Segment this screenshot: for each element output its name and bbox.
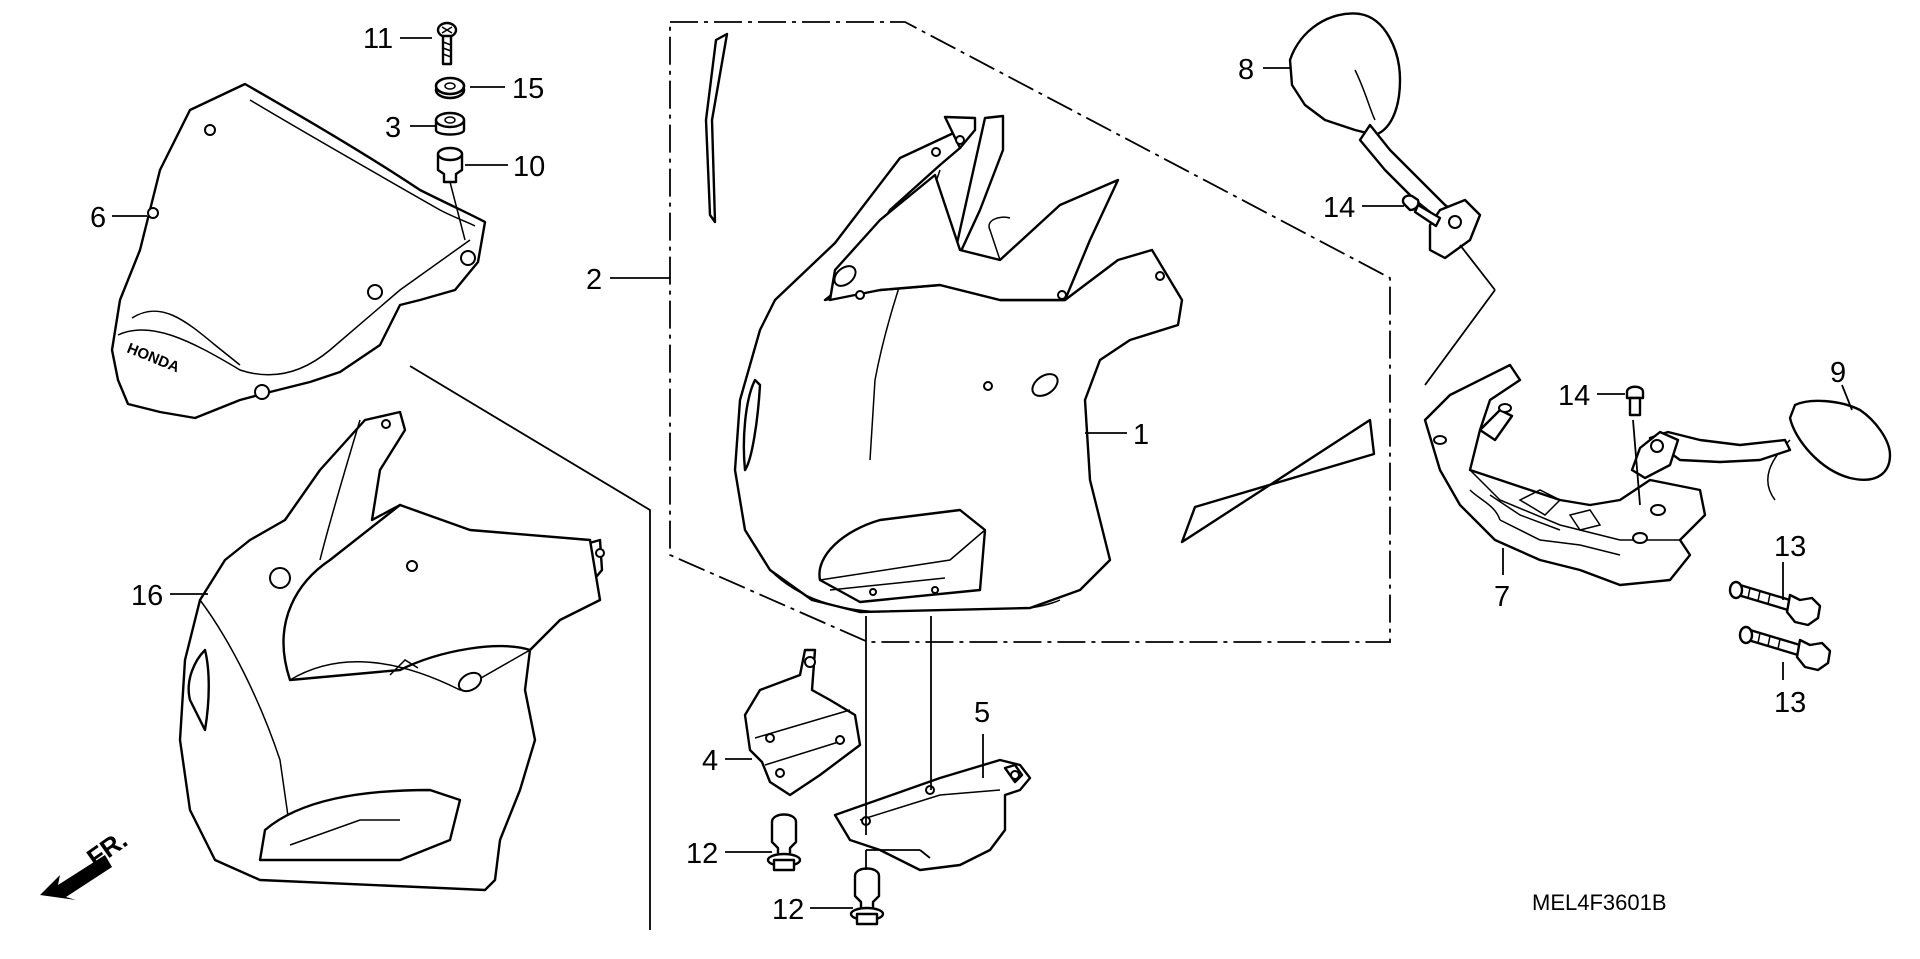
callout-screen-screw: 11 bbox=[363, 23, 393, 55]
windscreen: HONDA bbox=[110, 82, 487, 420]
drawing-code: MEL4F3601B bbox=[1532, 890, 1667, 915]
left-mirror bbox=[1288, 12, 1482, 260]
cowl-assembly-frame bbox=[409, 365, 651, 930]
clip-left bbox=[766, 813, 802, 872]
screen-collar bbox=[436, 146, 466, 241]
callout-mirror-screw-right: 14 bbox=[1558, 380, 1590, 412]
callout-screen-grommet: 3 bbox=[385, 112, 401, 144]
left-stripe-decal bbox=[704, 32, 729, 224]
callout-mirror-screw-left: 14 bbox=[1323, 192, 1355, 224]
bolt-lower bbox=[1738, 625, 1832, 672]
callout-bolt-upper: 13 bbox=[1774, 531, 1806, 563]
front-direction-arrow: FR. bbox=[40, 824, 133, 900]
cowl-assembly bbox=[178, 410, 605, 892]
upper-cowl-set-outline bbox=[669, 21, 1391, 643]
callout-cowl-stay: 7 bbox=[1494, 581, 1510, 613]
screen-washer bbox=[434, 76, 466, 100]
clip-right bbox=[849, 867, 885, 926]
callout-clip-right: 12 bbox=[772, 894, 804, 926]
callout-numbers: 11 15 3 10 6 2 1 16 4 5 12 12 8 14 9 14 … bbox=[90, 23, 1846, 926]
left-inner-cover bbox=[743, 648, 862, 797]
screen-grommet bbox=[434, 111, 466, 136]
mirror-screw-right bbox=[1625, 385, 1645, 417]
mirror-screw-left bbox=[1401, 194, 1442, 228]
callout-upper-cowl: 1 bbox=[1133, 419, 1149, 451]
right-stripe-decal bbox=[1180, 418, 1376, 544]
callout-bolt-lower: 13 bbox=[1774, 687, 1806, 719]
bolt-upper bbox=[1728, 580, 1822, 627]
callout-clip-left: 12 bbox=[686, 838, 718, 870]
callout-left-inner-cover: 4 bbox=[702, 745, 718, 777]
callout-right-inner-cover: 5 bbox=[974, 697, 990, 729]
cowl-stay bbox=[1423, 363, 1707, 587]
callout-windscreen: 6 bbox=[90, 202, 106, 234]
right-inner-cover bbox=[833, 758, 1032, 872]
upper-cowl bbox=[733, 114, 1184, 614]
leader-lines bbox=[112, 37, 1853, 909]
callout-right-mirror: 9 bbox=[1830, 357, 1846, 389]
callout-cowl-assembly: 16 bbox=[131, 580, 163, 612]
callout-left-mirror: 8 bbox=[1238, 54, 1254, 86]
right-mirror bbox=[1630, 399, 1892, 501]
callout-upper-cowl-set: 2 bbox=[586, 264, 602, 296]
callout-screen-washer: 15 bbox=[512, 73, 544, 105]
screen-screw bbox=[436, 21, 458, 66]
callout-screen-collar: 10 bbox=[513, 151, 545, 183]
